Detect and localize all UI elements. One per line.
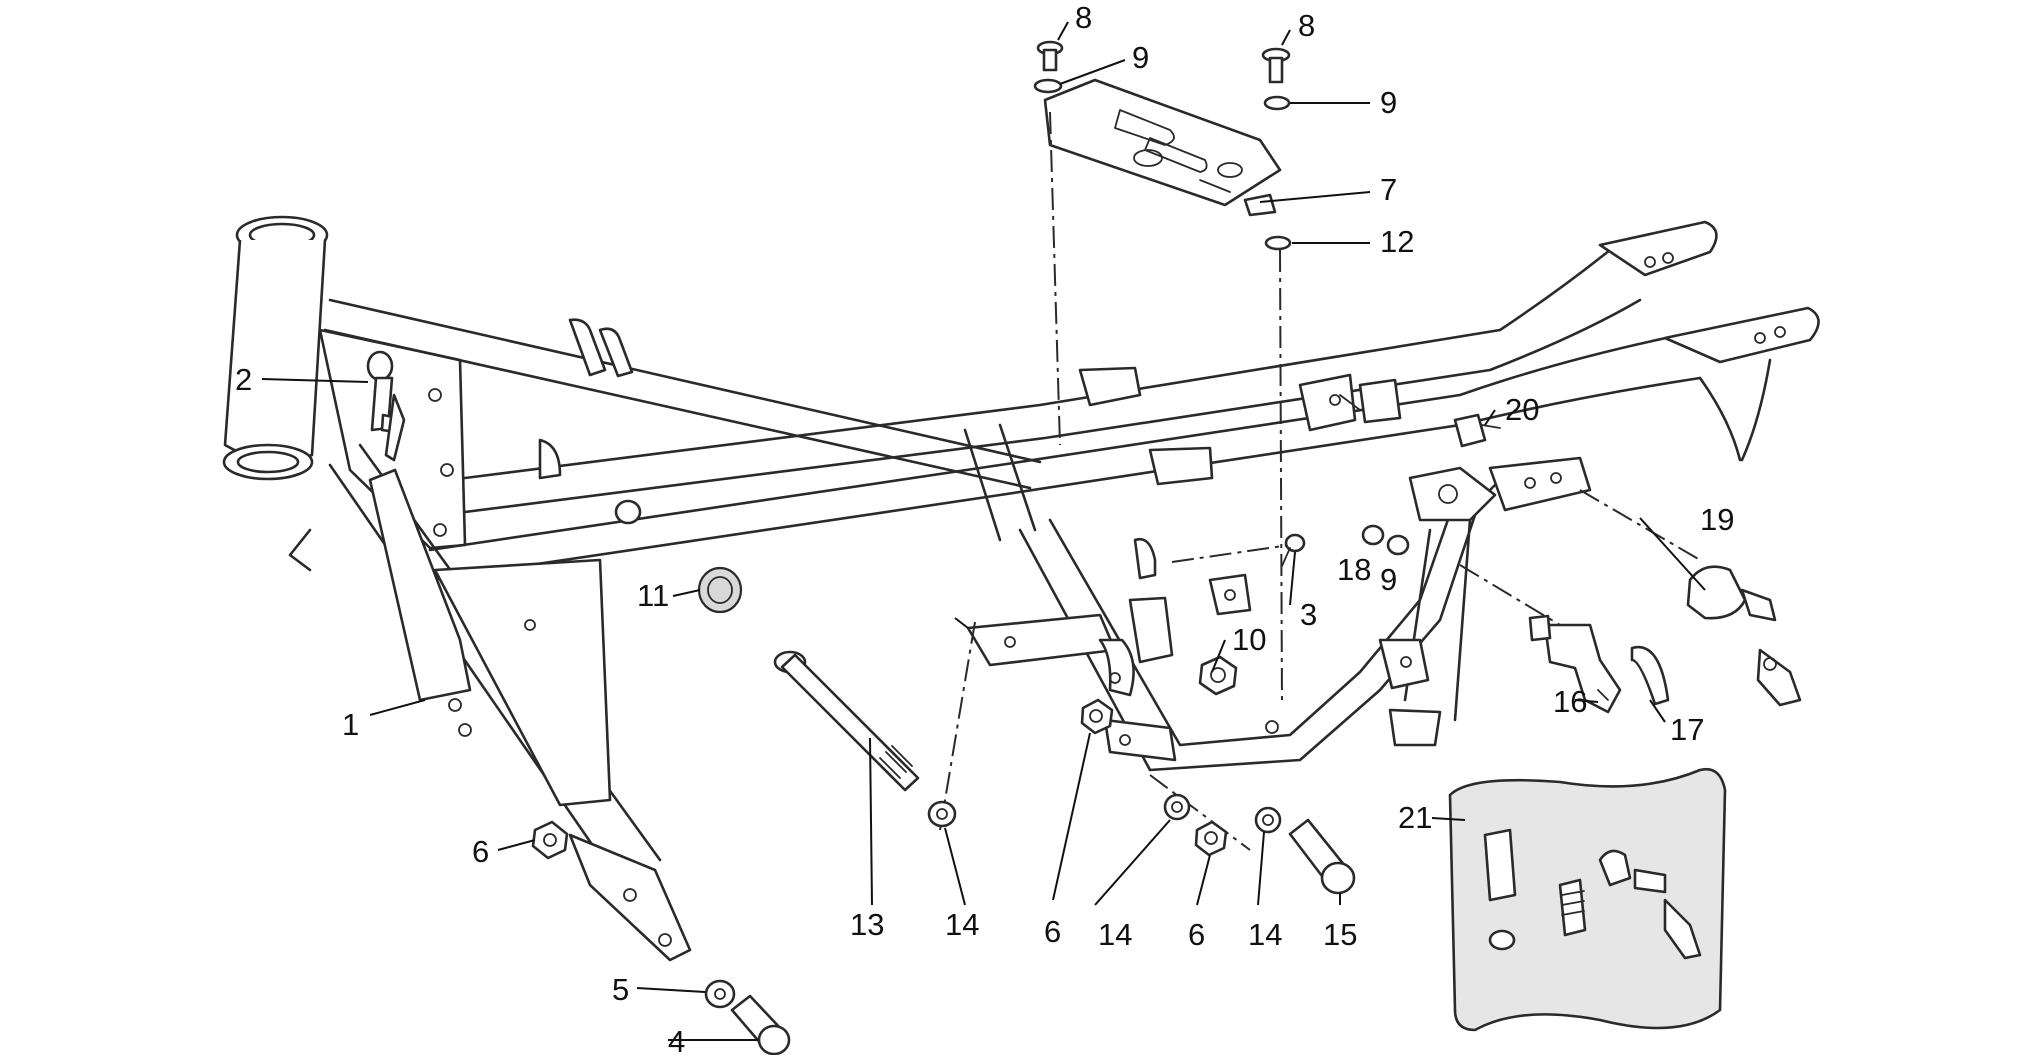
assembly-axis-bolt13 xyxy=(939,621,976,831)
washer-9c xyxy=(1386,534,1410,556)
callout-9-left: 9 xyxy=(1132,40,1149,75)
front-lower-plate xyxy=(433,558,612,807)
nut-9b xyxy=(1263,95,1291,111)
callout-21: 21 xyxy=(1398,800,1432,835)
callout-6-center: 6 xyxy=(1044,914,1061,949)
callout-8-left: 8 xyxy=(1075,0,1092,35)
clip-17 xyxy=(1630,645,1670,706)
callout-6-right: 6 xyxy=(1188,917,1205,952)
rubber-mount xyxy=(614,499,642,525)
assembly-axis-lock19 xyxy=(1579,489,1701,561)
callout-13: 13 xyxy=(850,907,884,942)
leader-lines xyxy=(261,21,1706,1041)
steering-lock-2 xyxy=(366,350,406,462)
long-bolt-13 xyxy=(773,650,920,792)
nut-18 xyxy=(1361,524,1385,546)
callout-8-right: 8 xyxy=(1298,8,1315,43)
front-bracket xyxy=(368,468,472,702)
callout-4: 4 xyxy=(668,1024,685,1055)
assembly-axis-screw3 xyxy=(1171,544,1291,563)
callout-12: 12 xyxy=(1380,224,1414,259)
bolt-4 xyxy=(730,994,791,1055)
bolt-8b xyxy=(1261,47,1291,84)
callout-20: 20 xyxy=(1505,392,1539,427)
callout-15: 15 xyxy=(1323,917,1357,952)
callout-19: 19 xyxy=(1700,502,1734,537)
callout-16: 16 xyxy=(1553,684,1587,719)
callout-10: 10 xyxy=(1232,622,1266,657)
washer-9a xyxy=(1033,78,1063,94)
callout-9-lower: 9 xyxy=(1380,562,1397,597)
bolt-8a xyxy=(1036,40,1064,72)
callout-14-right: 14 xyxy=(1248,917,1282,952)
callout-1: 1 xyxy=(342,707,359,742)
washer-12 xyxy=(1264,235,1292,251)
washer-14c xyxy=(1254,806,1282,834)
assembly-axis-left xyxy=(1049,111,1061,446)
assembly-axis-right xyxy=(1279,249,1283,706)
callout-3: 3 xyxy=(1300,597,1317,632)
callout-11: 11 xyxy=(637,578,669,613)
washer-14b xyxy=(1163,793,1191,821)
callout-18: 18 xyxy=(1337,552,1371,587)
hardware-bag-21 xyxy=(1448,767,1727,1032)
bolt-15 xyxy=(1288,818,1356,895)
lock-16 xyxy=(1528,614,1622,714)
washer-14a xyxy=(927,800,957,828)
stud-20 xyxy=(1453,413,1501,448)
callout-labels: 1 2 3 4 5 6 6 6 7 8 8 9 9 9 10 11 12 13 … xyxy=(235,0,1734,1055)
callout-9-right: 9 xyxy=(1380,85,1397,120)
callout-5: 5 xyxy=(612,972,629,1007)
nut-6b xyxy=(1080,698,1114,735)
nut-6a xyxy=(531,820,569,860)
nut-6c xyxy=(1194,820,1228,857)
screw-3 xyxy=(1281,533,1306,567)
steering-head-tube xyxy=(223,239,327,462)
lock-19 xyxy=(1686,565,1802,707)
callout-6-left: 6 xyxy=(472,834,489,869)
assembly-axis-bolt15 xyxy=(1149,774,1251,851)
callout-14-left: 14 xyxy=(945,907,979,942)
grommet-11 xyxy=(697,566,743,614)
callout-14-center: 14 xyxy=(1098,917,1132,952)
callout-2: 2 xyxy=(235,362,252,397)
assembly-axis-lock16 xyxy=(1459,564,1561,626)
callout-17: 17 xyxy=(1670,712,1704,747)
nut-10 xyxy=(1198,655,1238,696)
battery-tray xyxy=(1043,78,1282,217)
washer-5 xyxy=(704,979,736,1009)
callout-7: 7 xyxy=(1380,172,1397,207)
